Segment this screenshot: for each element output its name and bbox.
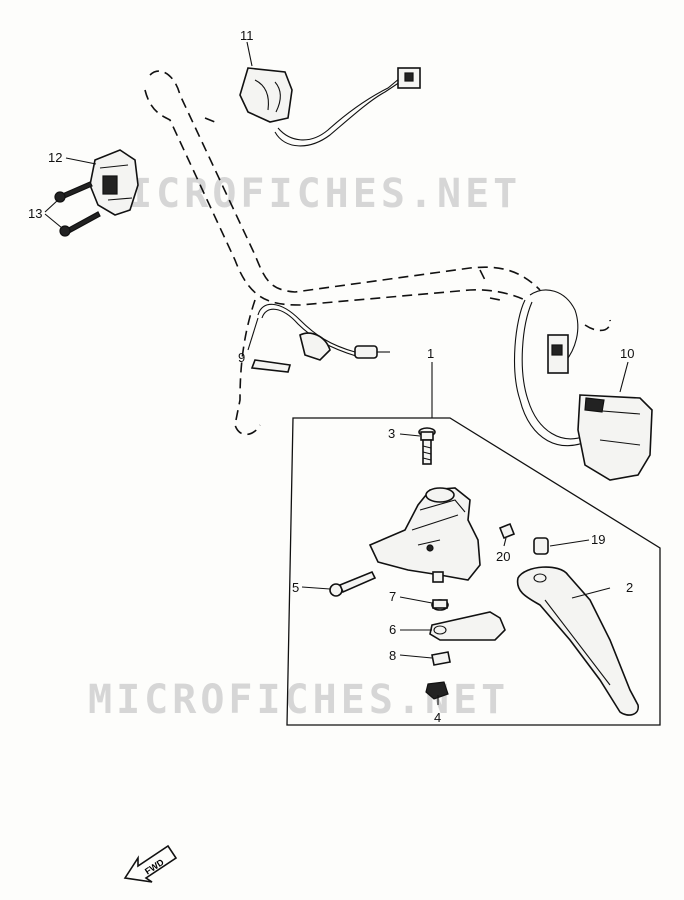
part-5-bolt [329, 570, 377, 597]
part-12-switch [89, 149, 139, 216]
part-11-switch-assembly [239, 67, 421, 147]
part-8-washer [431, 651, 451, 666]
fwd-arrow-icon: FWD [123, 844, 178, 883]
part-2-lever [516, 566, 639, 716]
callout-12: 12 [48, 150, 62, 165]
assembly-box [286, 417, 661, 726]
callout-5: 5 [292, 580, 299, 595]
part-13-screws [54, 181, 101, 237]
part-9-clutch-switch [250, 303, 390, 373]
callout-1: 1 [427, 346, 434, 361]
callout-3: 3 [388, 426, 395, 441]
callout-20: 20 [496, 549, 510, 564]
leader-lines [44, 41, 629, 705]
handlebar-outline [144, 70, 611, 436]
callout-19: 19 [591, 532, 605, 547]
part-7-bushing [431, 599, 449, 611]
callout-9: 9 [238, 350, 245, 365]
part-20-pin [498, 522, 516, 540]
callout-6: 6 [389, 622, 396, 637]
callout-10: 10 [620, 346, 634, 361]
callout-4: 4 [434, 710, 441, 725]
callout-8: 8 [389, 648, 396, 663]
part-19-collar [533, 537, 549, 555]
callout-2: 2 [626, 580, 633, 595]
part-6-arm [429, 611, 506, 641]
part-3-bolt [418, 427, 436, 465]
part-1-bracket [368, 487, 481, 583]
callout-13: 13 [28, 206, 42, 221]
watermark-bottom: MICROFICHES.NET [88, 677, 509, 723]
part-4-nut [425, 681, 449, 700]
part-10-switch-housing [514, 289, 653, 481]
callout-11: 11 [240, 28, 254, 43]
callout-7: 7 [389, 589, 396, 604]
watermark-top: MICROFICHES.NET [100, 171, 521, 217]
